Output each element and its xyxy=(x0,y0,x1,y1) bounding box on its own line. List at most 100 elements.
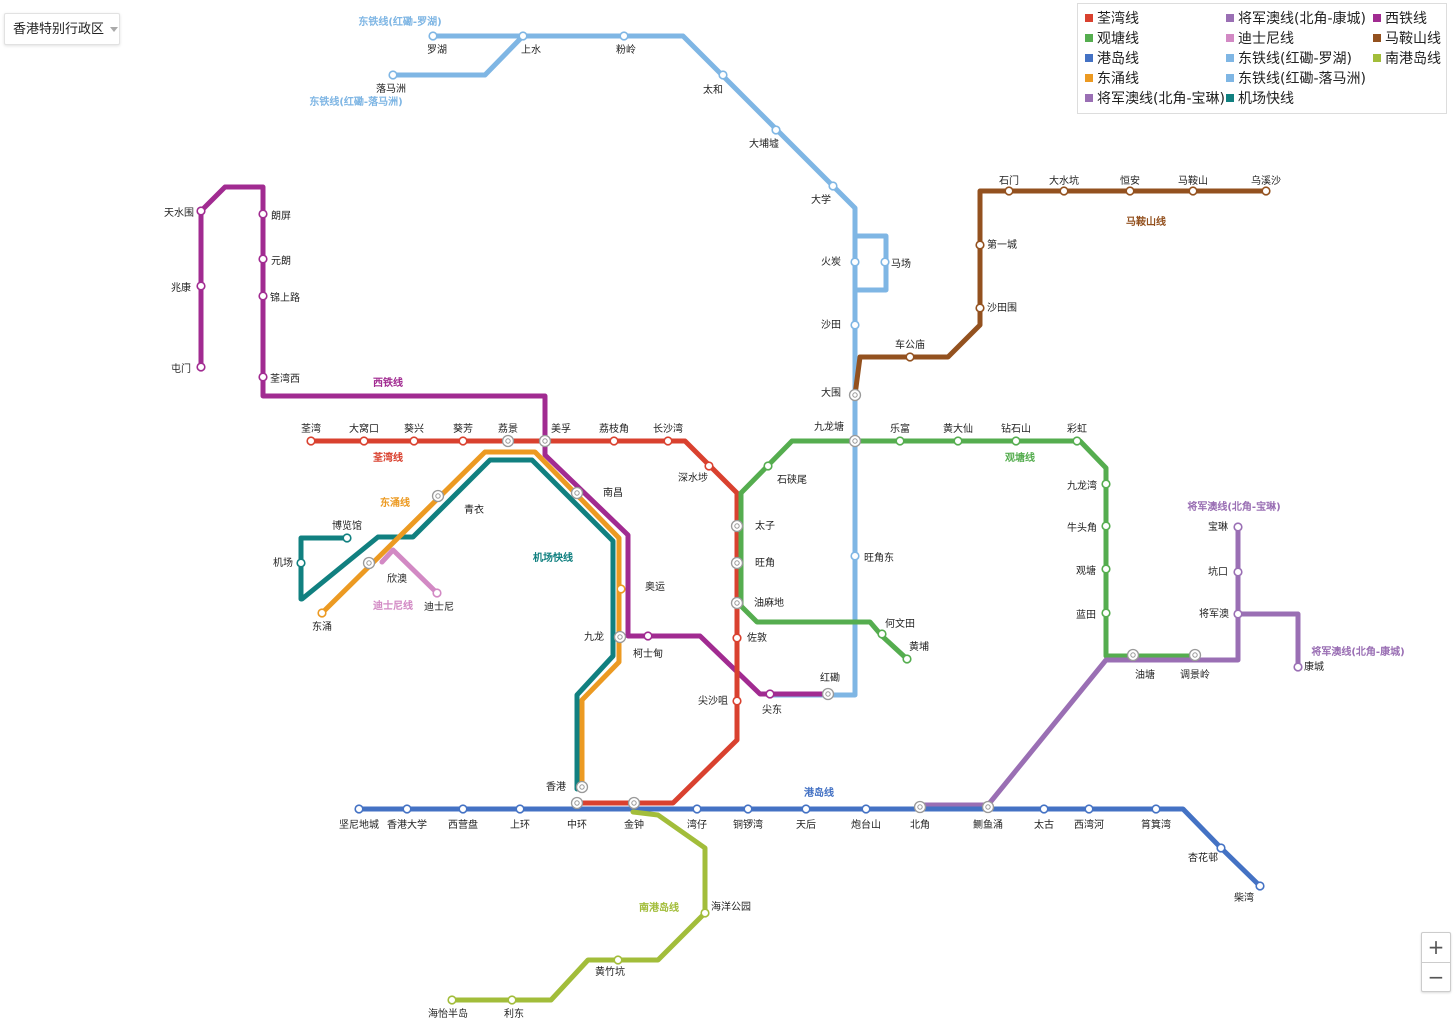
line-path-kwun-tong[interactable] xyxy=(738,438,1198,662)
station-olympic-marker[interactable] xyxy=(616,584,626,594)
station-tai-koo-marker[interactable] xyxy=(1039,804,1049,814)
station-fanling-marker[interactable] xyxy=(619,31,629,41)
station-tsim-sha-tsui-east-marker[interactable] xyxy=(765,689,775,699)
station-yuen-long-marker[interactable] xyxy=(258,254,268,264)
legend-item[interactable]: 东铁线(红磡-罗湖) xyxy=(1226,51,1352,67)
station-kwun-tong-marker[interactable] xyxy=(1101,564,1111,574)
station-wong-tai-sin-marker[interactable] xyxy=(953,436,963,446)
station-prince-edward-interchange-marker[interactable] xyxy=(730,519,744,533)
line-path-airport[interactable] xyxy=(298,457,616,792)
station-ma-on-shan-marker[interactable] xyxy=(1188,186,1198,196)
legend-item[interactable]: 观塘线 xyxy=(1085,31,1139,47)
station-hku-marker[interactable] xyxy=(402,804,412,814)
station-tuen-mun-marker[interactable] xyxy=(196,362,206,372)
station-tung-chung-marker[interactable] xyxy=(317,608,327,618)
station-tai-wai-interchange-marker[interactable] xyxy=(848,388,862,402)
station-airport-marker[interactable] xyxy=(296,558,306,568)
station-heng-on-marker[interactable] xyxy=(1125,186,1135,196)
line-path-tung-chung[interactable] xyxy=(319,449,622,792)
station-tsim-sha-tsui-marker[interactable] xyxy=(732,696,742,706)
line-path-east-rail-lowu[interactable] xyxy=(430,33,858,698)
line-path-ma-on-shan[interactable] xyxy=(852,188,1269,398)
zoom-in-button[interactable]: + xyxy=(1422,933,1450,963)
station-heng-fa-chuen-marker[interactable] xyxy=(1216,843,1226,853)
line-path-tsuen-wan[interactable] xyxy=(308,438,740,806)
line-path-east-rail-lmc[interactable] xyxy=(390,33,526,78)
legend-item[interactable]: 港岛线 xyxy=(1085,51,1139,67)
station-whampoa-marker[interactable] xyxy=(902,654,912,664)
station-mei-foo-interchange-marker[interactable] xyxy=(538,434,552,448)
legend-item[interactable]: 马鞍山线 xyxy=(1373,31,1441,47)
station-jordan-marker[interactable] xyxy=(732,633,742,643)
legend-item[interactable]: 东铁线(红磡-落马洲) xyxy=(1226,71,1366,87)
station-cheung-sha-wan-marker[interactable] xyxy=(663,436,673,446)
station-wu-kai-sha-marker[interactable] xyxy=(1261,186,1271,196)
station-tai-wo-marker[interactable] xyxy=(718,70,728,80)
station-mong-kok-east-marker[interactable] xyxy=(850,551,860,561)
station-sheung-wan-marker[interactable] xyxy=(515,804,525,814)
station-disneyland-resort-marker[interactable] xyxy=(432,588,442,598)
station-tsuen-wan-marker[interactable] xyxy=(306,436,316,446)
station-hong-kong-interchange-marker[interactable] xyxy=(575,780,589,794)
station-tsuen-wan-west-marker[interactable] xyxy=(258,372,268,382)
station-lok-fu-marker[interactable] xyxy=(895,436,905,446)
legend-item[interactable]: 迪士尼线 xyxy=(1226,31,1294,47)
line-path-west-rail[interactable] xyxy=(198,184,831,697)
station-tiu-keng-leng-interchange-marker[interactable] xyxy=(1188,648,1202,662)
station-sheung-shui-marker[interactable] xyxy=(518,31,528,41)
station-lam-tin-marker[interactable] xyxy=(1101,608,1111,618)
station-long-ping-marker[interactable] xyxy=(258,209,268,219)
station-lok-ma-chau-marker[interactable] xyxy=(388,70,398,80)
station-ocean-park-marker[interactable] xyxy=(700,908,710,918)
station-city-one-marker[interactable] xyxy=(975,240,985,250)
station-kam-sheung-road-marker[interactable] xyxy=(258,291,268,301)
station-kwai-fong-marker[interactable] xyxy=(458,436,468,446)
station-nam-cheong-interchange-marker[interactable] xyxy=(570,486,584,500)
legend-item[interactable]: 将军澳线(北角-康城) xyxy=(1226,11,1366,27)
station-wong-chuk-hang-marker[interactable] xyxy=(613,955,623,965)
legend-item[interactable]: 东涌线 xyxy=(1085,71,1139,87)
station-ho-man-tin-marker[interactable] xyxy=(877,629,887,639)
station-kowloon-tong-interchange-marker[interactable] xyxy=(848,434,862,448)
station-diamond-hill-marker[interactable] xyxy=(1011,436,1021,446)
station-sai-wan-ho-marker[interactable] xyxy=(1084,804,1094,814)
station-yau-tong-interchange-marker[interactable] xyxy=(1126,648,1140,662)
station-racecourse-marker[interactable] xyxy=(880,257,890,267)
station-tsing-yi-interchange-marker[interactable] xyxy=(431,489,445,503)
station-shek-mun-marker[interactable] xyxy=(1004,186,1014,196)
line-path-tko-lohas[interactable] xyxy=(1235,611,1301,670)
station-hung-hom-interchange-marker[interactable] xyxy=(821,687,835,701)
station-shau-kei-wan-marker[interactable] xyxy=(1151,804,1161,814)
station-hang-hau-marker[interactable] xyxy=(1233,567,1243,577)
station-causeway-bay-marker[interactable] xyxy=(743,804,753,814)
station-kowloon-bay-marker[interactable] xyxy=(1101,479,1111,489)
station-chai-wan-marker[interactable] xyxy=(1255,881,1265,891)
station-tai-shui-hang-marker[interactable] xyxy=(1059,186,1069,196)
station-che-kung-temple-marker[interactable] xyxy=(905,352,915,362)
station-lai-chi-kok-marker[interactable] xyxy=(609,436,619,446)
station-north-point-interchange-marker[interactable] xyxy=(913,800,927,814)
legend-item[interactable]: 荃湾线 xyxy=(1085,11,1139,27)
station-siu-hong-marker[interactable] xyxy=(196,281,206,291)
station-fo-tan-marker[interactable] xyxy=(850,257,860,267)
zoom-out-button[interactable]: − xyxy=(1427,965,1445,989)
station-south-horizons-marker[interactable] xyxy=(447,995,457,1005)
station-mong-kok-interchange-marker[interactable] xyxy=(730,556,744,570)
station-fortress-hill-marker[interactable] xyxy=(861,804,871,814)
station-central-interchange-marker[interactable] xyxy=(570,796,584,810)
station-tin-hau-marker[interactable] xyxy=(801,804,811,814)
legend-item[interactable]: 将军澳线(北角-宝琳) xyxy=(1085,91,1225,107)
station-university-marker[interactable] xyxy=(828,181,838,191)
station-tseung-kwan-o-marker[interactable] xyxy=(1233,609,1243,619)
station-lei-tung-marker[interactable] xyxy=(507,995,517,1005)
station-tai-wo-hau-marker[interactable] xyxy=(359,436,369,446)
station-admiralty-interchange-marker[interactable] xyxy=(627,796,641,810)
station-ngau-tau-kok-marker[interactable] xyxy=(1101,521,1111,531)
station-wan-chai-marker[interactable] xyxy=(692,804,702,814)
station-sha-tin-marker[interactable] xyxy=(850,320,860,330)
station-yau-ma-tei-interchange-marker[interactable] xyxy=(730,596,744,610)
station-lohas-park-marker[interactable] xyxy=(1293,662,1303,672)
station-choi-hung-marker[interactable] xyxy=(1072,436,1082,446)
station-kwai-hing-marker[interactable] xyxy=(409,436,419,446)
